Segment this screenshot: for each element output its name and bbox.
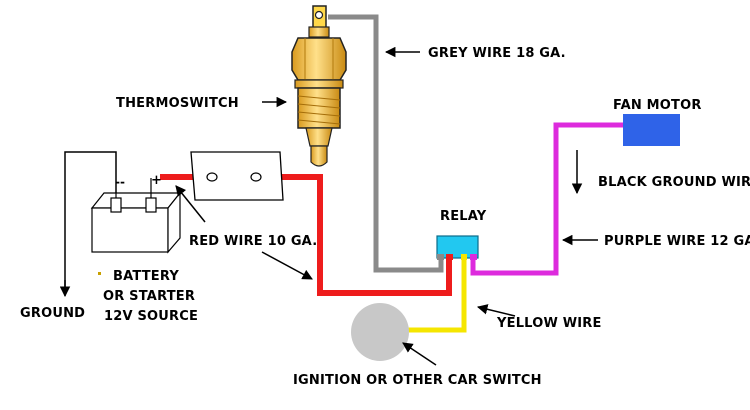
red-wire-arrow: [261, 251, 313, 280]
connector-block: [190, 151, 284, 201]
relay-label: RELAY: [440, 209, 487, 224]
black-ground-wire-label: BLACK GROUND WIRE: [598, 175, 750, 190]
ground-wire: [64, 151, 117, 293]
fan-motor: [623, 114, 680, 146]
fan-motor-label: FAN MOTOR: [613, 98, 702, 113]
battery-red-wire-arrow: [175, 185, 206, 223]
positive-terminal-label: +: [151, 173, 162, 188]
purple-wire: [470, 122, 624, 276]
purple-wire-label: PURPLE WIRE 12 GA.: [604, 234, 750, 249]
grey-wire: [328, 14, 444, 273]
thermoswitch-label: THERMOSWITCH: [116, 96, 239, 111]
yellow-wire-label: YELLOW WIRE: [496, 316, 602, 331]
yellow-wire-arrow: [476, 304, 516, 317]
ground-label: GROUND: [20, 306, 85, 321]
battery-label-line1: BATTERY: [113, 269, 179, 284]
thermoswitch: [291, 5, 347, 167]
ignition-label: IGNITION OR OTHER CAR SWITCH: [293, 373, 542, 388]
relay: [436, 235, 479, 260]
yellow-wire: [394, 258, 467, 333]
battery-label-line2: OR STARTER: [103, 289, 195, 304]
red-wire-label: RED WIRE 10 GA.: [189, 234, 317, 249]
battery-dot: [98, 272, 101, 275]
grey-wire-label: GREY WIRE 18 GA.: [428, 46, 566, 61]
red-wire-relay-segment: [258, 174, 452, 296]
battery: [90, 178, 182, 254]
battery-label-line3: 12V SOURCE: [104, 309, 198, 324]
negative-terminal-label: --: [115, 175, 125, 189]
ignition-switch: [351, 303, 409, 361]
ignition-arrow: [402, 342, 437, 366]
